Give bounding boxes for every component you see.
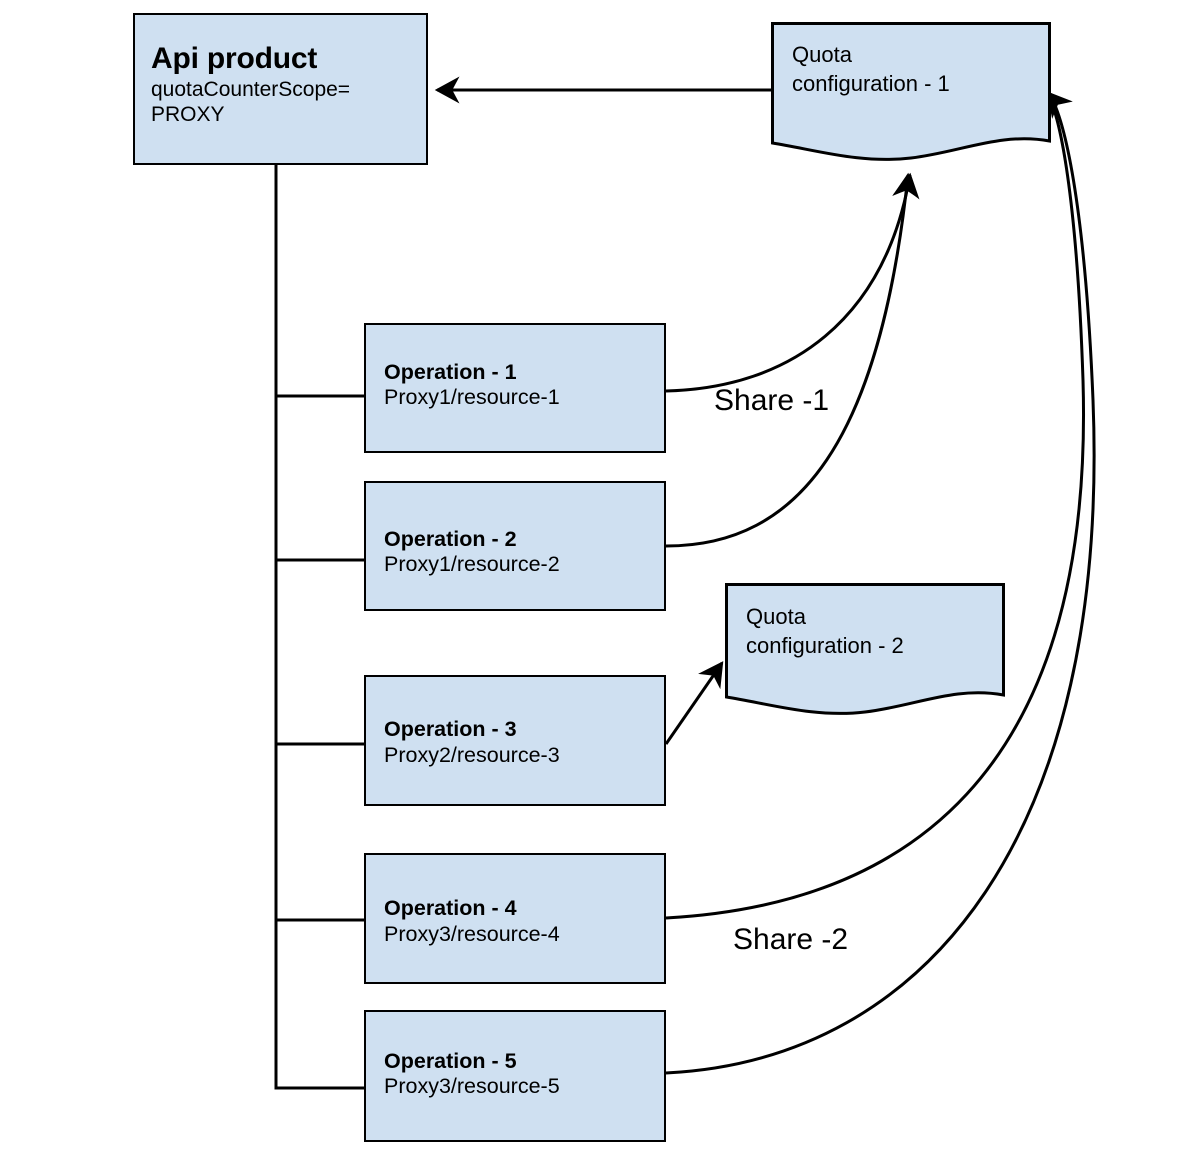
node-api-product[interactable]: Api product quotaCounterScope= PROXY <box>133 13 428 165</box>
node-operation-2[interactable]: Operation - 2 Proxy1/resource-2 <box>364 481 666 611</box>
node-operation-4[interactable]: Operation - 4 Proxy3/resource-4 <box>364 853 666 984</box>
api-product-subtitle: quotaCounterScope= PROXY <box>151 78 351 127</box>
edge-operation4-to-quota1 <box>665 90 1086 920</box>
node-quota-configuration-1[interactable]: Quota configuration - 1 <box>771 22 1051 161</box>
operation-3-subtitle: Proxy2/resource-3 <box>384 742 560 767</box>
edge-label-share-2: Share -2 <box>733 923 849 956</box>
operation-5-title: Operation - 5 <box>384 1048 517 1073</box>
edge-api-product-tree <box>274 164 366 1090</box>
node-operation-3[interactable]: Operation - 3 Proxy2/resource-3 <box>364 675 666 806</box>
document-shape-icon <box>771 22 1051 161</box>
api-product-title: Api product <box>151 42 318 75</box>
node-operation-5[interactable]: Operation - 5 Proxy3/resource-5 <box>364 1010 666 1142</box>
edge-operation1-to-quota1 <box>665 172 920 393</box>
quota-configuration-1-label: Quota configuration - 1 <box>792 42 950 97</box>
document-shape-icon <box>725 583 1005 715</box>
edge-label-share-1: Share -1 <box>714 384 830 417</box>
operation-2-subtitle: Proxy1/resource-2 <box>384 552 560 576</box>
operation-4-title: Operation - 4 <box>384 896 517 921</box>
operation-3-title: Operation - 3 <box>384 717 517 742</box>
operation-1-subtitle: Proxy1/resource-1 <box>384 385 560 409</box>
quota-configuration-2-label: Quota configuration - 2 <box>746 604 904 659</box>
node-operation-1[interactable]: Operation - 1 Proxy1/resource-1 <box>364 323 666 453</box>
operation-2-title: Operation - 2 <box>384 526 517 551</box>
operation-1-title: Operation - 1 <box>384 359 517 384</box>
edge-operation2-to-quota1 <box>665 172 920 548</box>
node-quota-configuration-2[interactable]: Quota configuration - 2 <box>725 583 1005 715</box>
operation-4-subtitle: Proxy3/resource-4 <box>384 921 560 946</box>
operation-5-subtitle: Proxy3/resource-5 <box>384 1074 560 1098</box>
edge-operation3-to-quota2 <box>664 661 724 745</box>
